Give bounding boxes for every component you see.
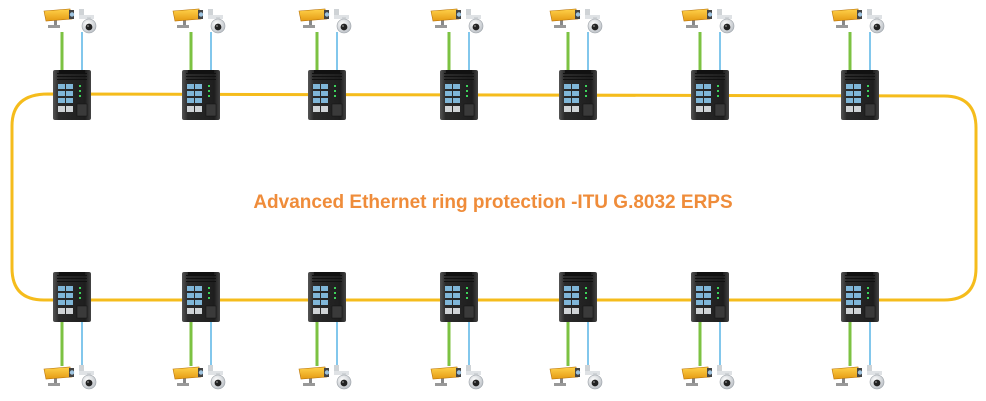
industrial-ethernet-switch-icon [559,70,597,120]
industrial-ethernet-switch-icon [182,70,220,120]
dome-camera-icon [465,8,484,34]
industrial-ethernet-switch-icon [440,272,478,322]
bullet-camera-icon [43,366,75,387]
dome-camera-icon [866,364,885,390]
bullet-camera-icon [681,366,713,387]
bullet-camera-icon [549,366,581,387]
dome-camera-icon [716,8,735,34]
dome-camera-icon [584,8,603,34]
dome-camera-icon [465,364,484,390]
bullet-camera-icon [172,8,204,29]
dome-camera-icon [333,364,352,390]
industrial-ethernet-switch-icon [53,272,91,322]
dome-camera-icon [333,8,352,34]
ring-link [10,92,978,302]
top-node-1 [43,8,97,120]
dome-camera-icon [78,8,97,34]
industrial-ethernet-switch-icon [53,70,91,120]
top-node-3 [298,8,352,120]
dome-camera-icon [716,364,735,390]
bottom-node-4 [430,272,484,390]
industrial-ethernet-switch-icon [559,272,597,322]
industrial-ethernet-switch-icon [841,272,879,322]
industrial-ethernet-switch-icon [841,70,879,120]
top-node-4 [430,8,484,120]
industrial-ethernet-switch-icon [691,70,729,120]
industrial-ethernet-switch-icon [182,272,220,322]
industrial-ethernet-switch-icon [440,70,478,120]
bullet-camera-icon [172,366,204,387]
industrial-ethernet-switch-icon [691,272,729,322]
industrial-ethernet-switch-icon [308,70,346,120]
dome-camera-icon [207,8,226,34]
bullet-camera-icon [831,366,863,387]
bottom-node-7 [831,272,885,390]
diagram-title: Advanced Ethernet ring protection -ITU G… [253,192,732,213]
bottom-node-1 [43,272,97,390]
bullet-camera-icon [43,8,75,29]
top-node-2 [172,8,226,120]
bullet-camera-icon [298,8,330,29]
bottom-node-3 [298,272,352,390]
dome-camera-icon [866,8,885,34]
bottom-node-2 [172,272,226,390]
dome-camera-icon [207,364,226,390]
bullet-camera-icon [681,8,713,29]
bullet-camera-icon [298,366,330,387]
bullet-camera-icon [549,8,581,29]
bullet-camera-icon [831,8,863,29]
dome-camera-icon [584,364,603,390]
bullet-camera-icon [430,8,462,29]
dome-camera-icon [78,364,97,390]
top-node-5 [549,8,603,120]
top-node-7 [831,8,885,120]
top-node-6 [681,8,735,120]
bottom-node-5 [549,272,603,390]
bottom-node-6 [681,272,735,390]
bullet-camera-icon [430,366,462,387]
industrial-ethernet-switch-icon [308,272,346,322]
